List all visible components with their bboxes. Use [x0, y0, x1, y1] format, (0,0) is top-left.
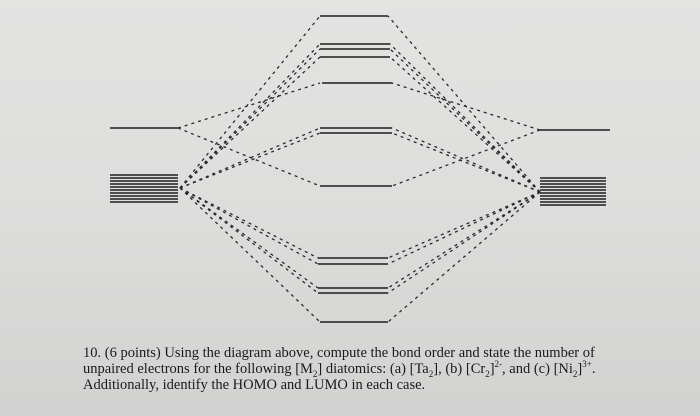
correlation-line-right	[387, 191, 541, 323]
mo-diagram	[110, 15, 610, 323]
correlation-line-left	[179, 187, 319, 259]
correlation-line-left	[179, 187, 319, 265]
question-line-2: unpaired electrons for the following [M2…	[83, 359, 596, 379]
correlation-line-left	[179, 48, 321, 189]
correlation-line-right	[387, 191, 541, 259]
question-text: 10. (6 points) Using the diagram above, …	[83, 345, 643, 393]
correlation-line-right	[389, 43, 541, 193]
correlation-line-right	[387, 191, 541, 289]
correlation-line-right	[391, 132, 541, 193]
correlation-line-left	[179, 187, 321, 323]
correlation-line-right	[391, 127, 541, 193]
correlation-line-left	[179, 132, 321, 189]
correlation-line-right	[389, 48, 541, 193]
question-line-3: Additionally, identify the HOMO and LUMO…	[83, 377, 426, 393]
correlation-line-left	[179, 127, 321, 189]
correlation-line-right	[389, 56, 541, 193]
energy-levels	[110, 15, 610, 323]
correlation-line-left	[179, 187, 319, 289]
correlation-line-right	[387, 191, 541, 265]
question-line-1: 10. (6 points) Using the diagram above, …	[83, 345, 595, 361]
correlation-line-left	[177, 82, 321, 129]
correlation-lines	[177, 15, 541, 323]
correlation-line-right	[387, 15, 541, 193]
correlation-line-left	[179, 187, 319, 294]
correlation-line-left	[179, 15, 321, 189]
correlation-line-left	[177, 127, 321, 187]
correlation-line-left	[179, 56, 321, 189]
correlation-line-right	[387, 191, 541, 294]
correlation-line-right	[391, 129, 541, 187]
correlation-line-left	[179, 43, 321, 189]
